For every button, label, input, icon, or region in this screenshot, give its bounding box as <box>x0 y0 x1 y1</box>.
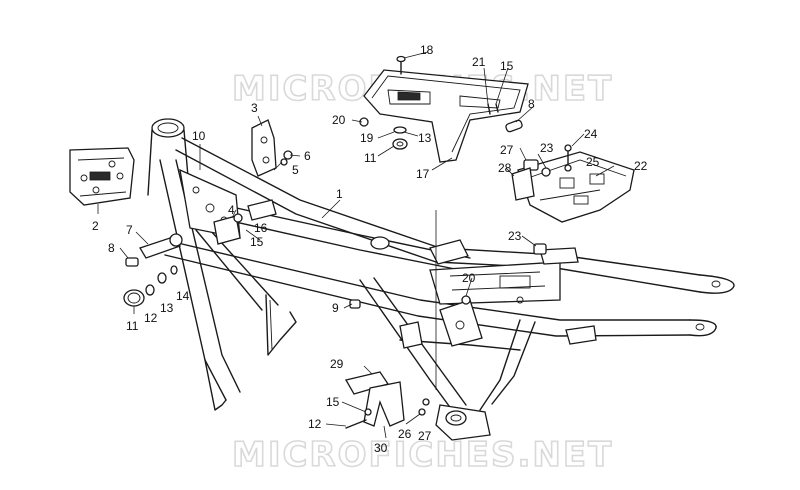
callout-1: 1 <box>336 187 343 201</box>
callout-30: 30 <box>374 441 388 455</box>
leader-lines <box>97 51 615 439</box>
callout-28: 28 <box>498 161 512 175</box>
callout-24: 24 <box>584 127 598 141</box>
callout-21: 21 <box>472 55 486 69</box>
callout-12-left: 12 <box>144 311 158 325</box>
callout-10: 10 <box>192 129 206 143</box>
callout-26: 26 <box>398 427 412 441</box>
callout-27-upper: 27 <box>500 143 514 157</box>
callout-14: 14 <box>176 289 190 303</box>
callout-12-bottom: 12 <box>308 417 322 431</box>
callout-19: 19 <box>360 131 374 145</box>
callout-11-tray: 11 <box>364 151 377 165</box>
callout-2: 2 <box>92 219 99 233</box>
callout-7: 7 <box>126 223 133 237</box>
callout-23-upper: 23 <box>540 141 554 155</box>
callout-25: 25 <box>586 155 600 169</box>
callout-17: 17 <box>416 167 430 181</box>
callout-5: 5 <box>292 163 299 177</box>
callout-16: 16 <box>254 221 268 235</box>
callout-20-tray: 20 <box>332 113 346 127</box>
callout-13-left: 13 <box>160 301 174 315</box>
callout-6: 6 <box>304 149 311 163</box>
part-7-8-fittings <box>123 233 183 307</box>
callout-9: 9 <box>332 301 339 315</box>
callout-3: 3 <box>251 101 258 115</box>
callout-11-left: 11 <box>126 319 139 333</box>
part-2-head-plate <box>69 147 135 206</box>
small-fasteners <box>349 295 471 416</box>
callout-15-front: 15 <box>250 235 264 249</box>
callout-13-tray: 13 <box>418 131 432 145</box>
part-29-30-bracket <box>345 371 405 429</box>
callout-4: 4 <box>228 203 235 217</box>
callout-22: 22 <box>634 159 648 173</box>
callout-8-left: 8 <box>108 241 115 255</box>
callout-18: 18 <box>420 43 434 57</box>
part-10-15-16-brackets <box>213 199 277 245</box>
part-3-bracket <box>251 119 293 177</box>
callout-20-frame: 20 <box>462 271 476 285</box>
callout-27-lower: 27 <box>418 429 432 443</box>
callout-labels: 1 2 3 4 5 6 7 8 8 9 10 11 11 12 12 13 13… <box>92 43 648 455</box>
callout-29: 29 <box>330 357 344 371</box>
callout-15-tray: 15 <box>500 59 514 73</box>
part-22-plate <box>511 144 635 255</box>
watermark-bottom: MICROFICHES.NET <box>232 435 613 475</box>
callout-8-right: 8 <box>528 97 535 111</box>
callout-23-lower: 23 <box>508 229 522 243</box>
callout-15-bottom: 15 <box>326 395 340 409</box>
